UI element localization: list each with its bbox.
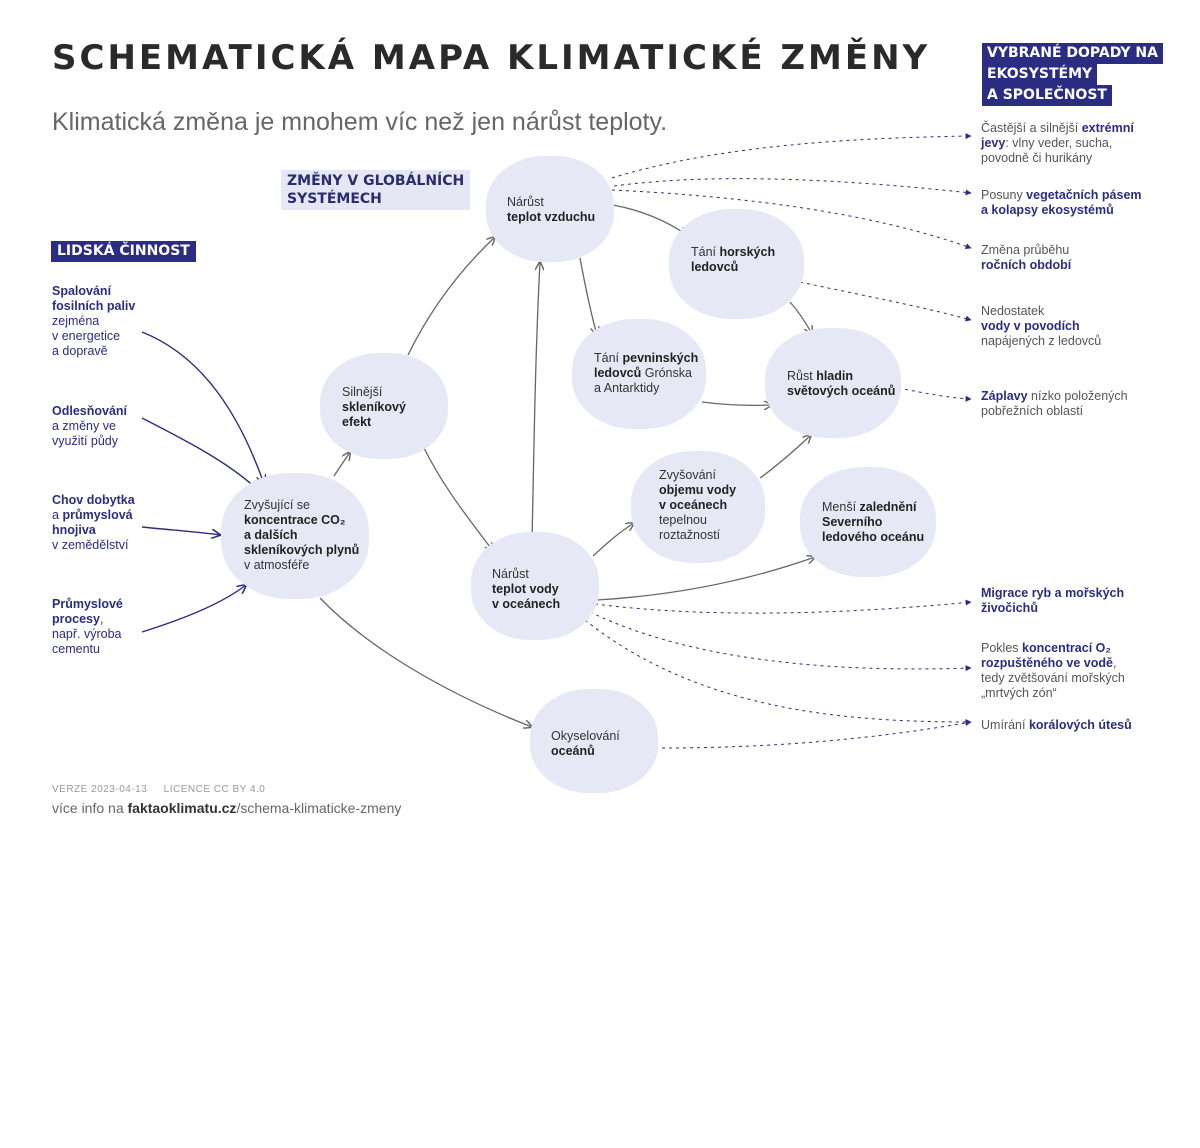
node-continental-text: Tání pevninských ledovců Grónska a Antar…	[594, 351, 699, 395]
node-arctic-text: Menší zalednění Severního ledového oceán…	[822, 500, 925, 544]
arrow-air-to-continental	[579, 257, 597, 335]
arrow-oceantemp-to-volume	[592, 523, 634, 557]
arrow-oceantemp-to-fish	[594, 599, 972, 614]
arrow-oceantemp-to-arctic	[596, 557, 815, 601]
node-sealevel-text: Růst hladin světových oceánů	[787, 369, 896, 398]
arrow-air-to-extreme	[611, 133, 972, 179]
arrow-oceantemp-to-coral	[584, 619, 972, 725]
arrow-cattle-to-co2	[141, 526, 220, 535]
arrow-volume-to-sealevel	[759, 435, 811, 479]
impact-water-shortage: Nedostatek vody v povodích napájených z …	[981, 304, 1102, 348]
impact-coral: Umírání korálových útesů	[981, 718, 1132, 732]
info-link[interactable]: více info na faktaoklimatu.cz/schema-kli…	[52, 800, 402, 816]
impact-seasons: Změna průběhu ročních období	[981, 243, 1072, 272]
page-title: SCHEMATICKÁ MAPA KLIMATICKÉ ZMĚNY	[52, 38, 931, 78]
cause-cattle: Chov dobytka a průmyslová hnojiva v země…	[52, 493, 135, 552]
node-co2-bubble	[221, 473, 369, 599]
arrow-continental-to-sealevel	[701, 402, 772, 405]
node-mountain-bubble	[669, 209, 804, 319]
arrow-acid-to-coral	[661, 719, 972, 749]
node-acid-text: Okyselování oceánů	[551, 729, 620, 758]
impact-fish-migration: Migrace ryb a mořských živočichů	[981, 586, 1125, 615]
arrow-air-to-seasons	[611, 189, 972, 250]
impact-arrows	[584, 133, 972, 749]
section-impacts-tag: VYBRANÉ DOPADY NA EKOSYSTÉMY A SPOLEČNOS…	[982, 43, 1163, 106]
impact-floods: Záplavy nízko položených pobřežních obla…	[981, 389, 1128, 418]
node-greenhouse-bubble	[320, 353, 448, 459]
node-oceantemp-bubble	[471, 532, 599, 640]
section-human-tag: LIDSKÁ ČINNOST	[51, 241, 196, 262]
node-sealevel-bubble	[765, 328, 901, 438]
cause-deforestation: Odlesňování a změny ve využití půdy	[52, 404, 128, 448]
arrow-greenhouse-to-oceantemp	[423, 447, 493, 551]
node-mountain-text: Tání horských ledovců	[691, 245, 776, 274]
arrow-co2-to-greenhouse	[333, 452, 350, 477]
page-subtitle: Klimatická změna je mnohem víc než jen n…	[52, 108, 668, 136]
node-volume-text: Zvyšování objemu vody v oceánech tepelno…	[659, 468, 737, 542]
arrow-industry-to-co2	[141, 585, 246, 633]
cause-fossil-fuels: Spalování fosilních paliv zejména v ener…	[52, 284, 136, 358]
node-continental-bubble	[572, 319, 706, 429]
node-air-bubble	[486, 156, 614, 262]
node-co2-text: Zvyšující se koncentrace CO₂ a dalších s…	[244, 498, 360, 572]
arrow-air-to-mountain	[612, 204, 687, 235]
arrow-mountain-to-water	[799, 281, 972, 322]
arrow-sealevel-to-floods	[897, 387, 972, 402]
arrow-air-oceantemp-both	[532, 262, 540, 541]
impact-extreme-events: Častější a silnější extrémní jevy: vlny …	[981, 121, 1134, 165]
cause-arrows	[141, 331, 264, 633]
node-acid-bubble	[530, 689, 658, 793]
node-volume-bubble	[631, 451, 765, 563]
arrow-oceantemp-to-oxygen	[589, 611, 972, 672]
impact-vegetation: Posuny vegetačních pásem a kolapsy ekosy…	[981, 188, 1142, 217]
node-arctic-bubble	[800, 467, 936, 577]
cause-industry: Průmyslové procesy, např. výroba cementu	[52, 597, 123, 656]
arrow-defor-to-co2	[141, 417, 258, 490]
arrow-air-to-vegetation	[613, 178, 972, 196]
node-oceantemp-text: Nárůst teplot vody v oceánech	[492, 567, 561, 611]
version-license: VERZE 2023-04-13 LICENCE CC BY 4.0	[52, 784, 266, 795]
node-greenhouse-text: Silnější skleníkový efekt	[342, 385, 406, 429]
arrow-greenhouse-to-air	[407, 237, 495, 356]
arrow-co2-to-acid	[319, 597, 532, 727]
impact-oxygen: Pokles koncentrací O₂ rozpuštěného ve vo…	[981, 641, 1125, 700]
system-arrows	[319, 204, 815, 727]
arrow-fossil-to-co2	[141, 331, 264, 484]
node-air-text: Nárůst teplot vzduchu	[507, 195, 596, 224]
section-global-tag: ZMĚNY V GLOBÁLNÍCH SYSTÉMECH	[281, 170, 471, 210]
